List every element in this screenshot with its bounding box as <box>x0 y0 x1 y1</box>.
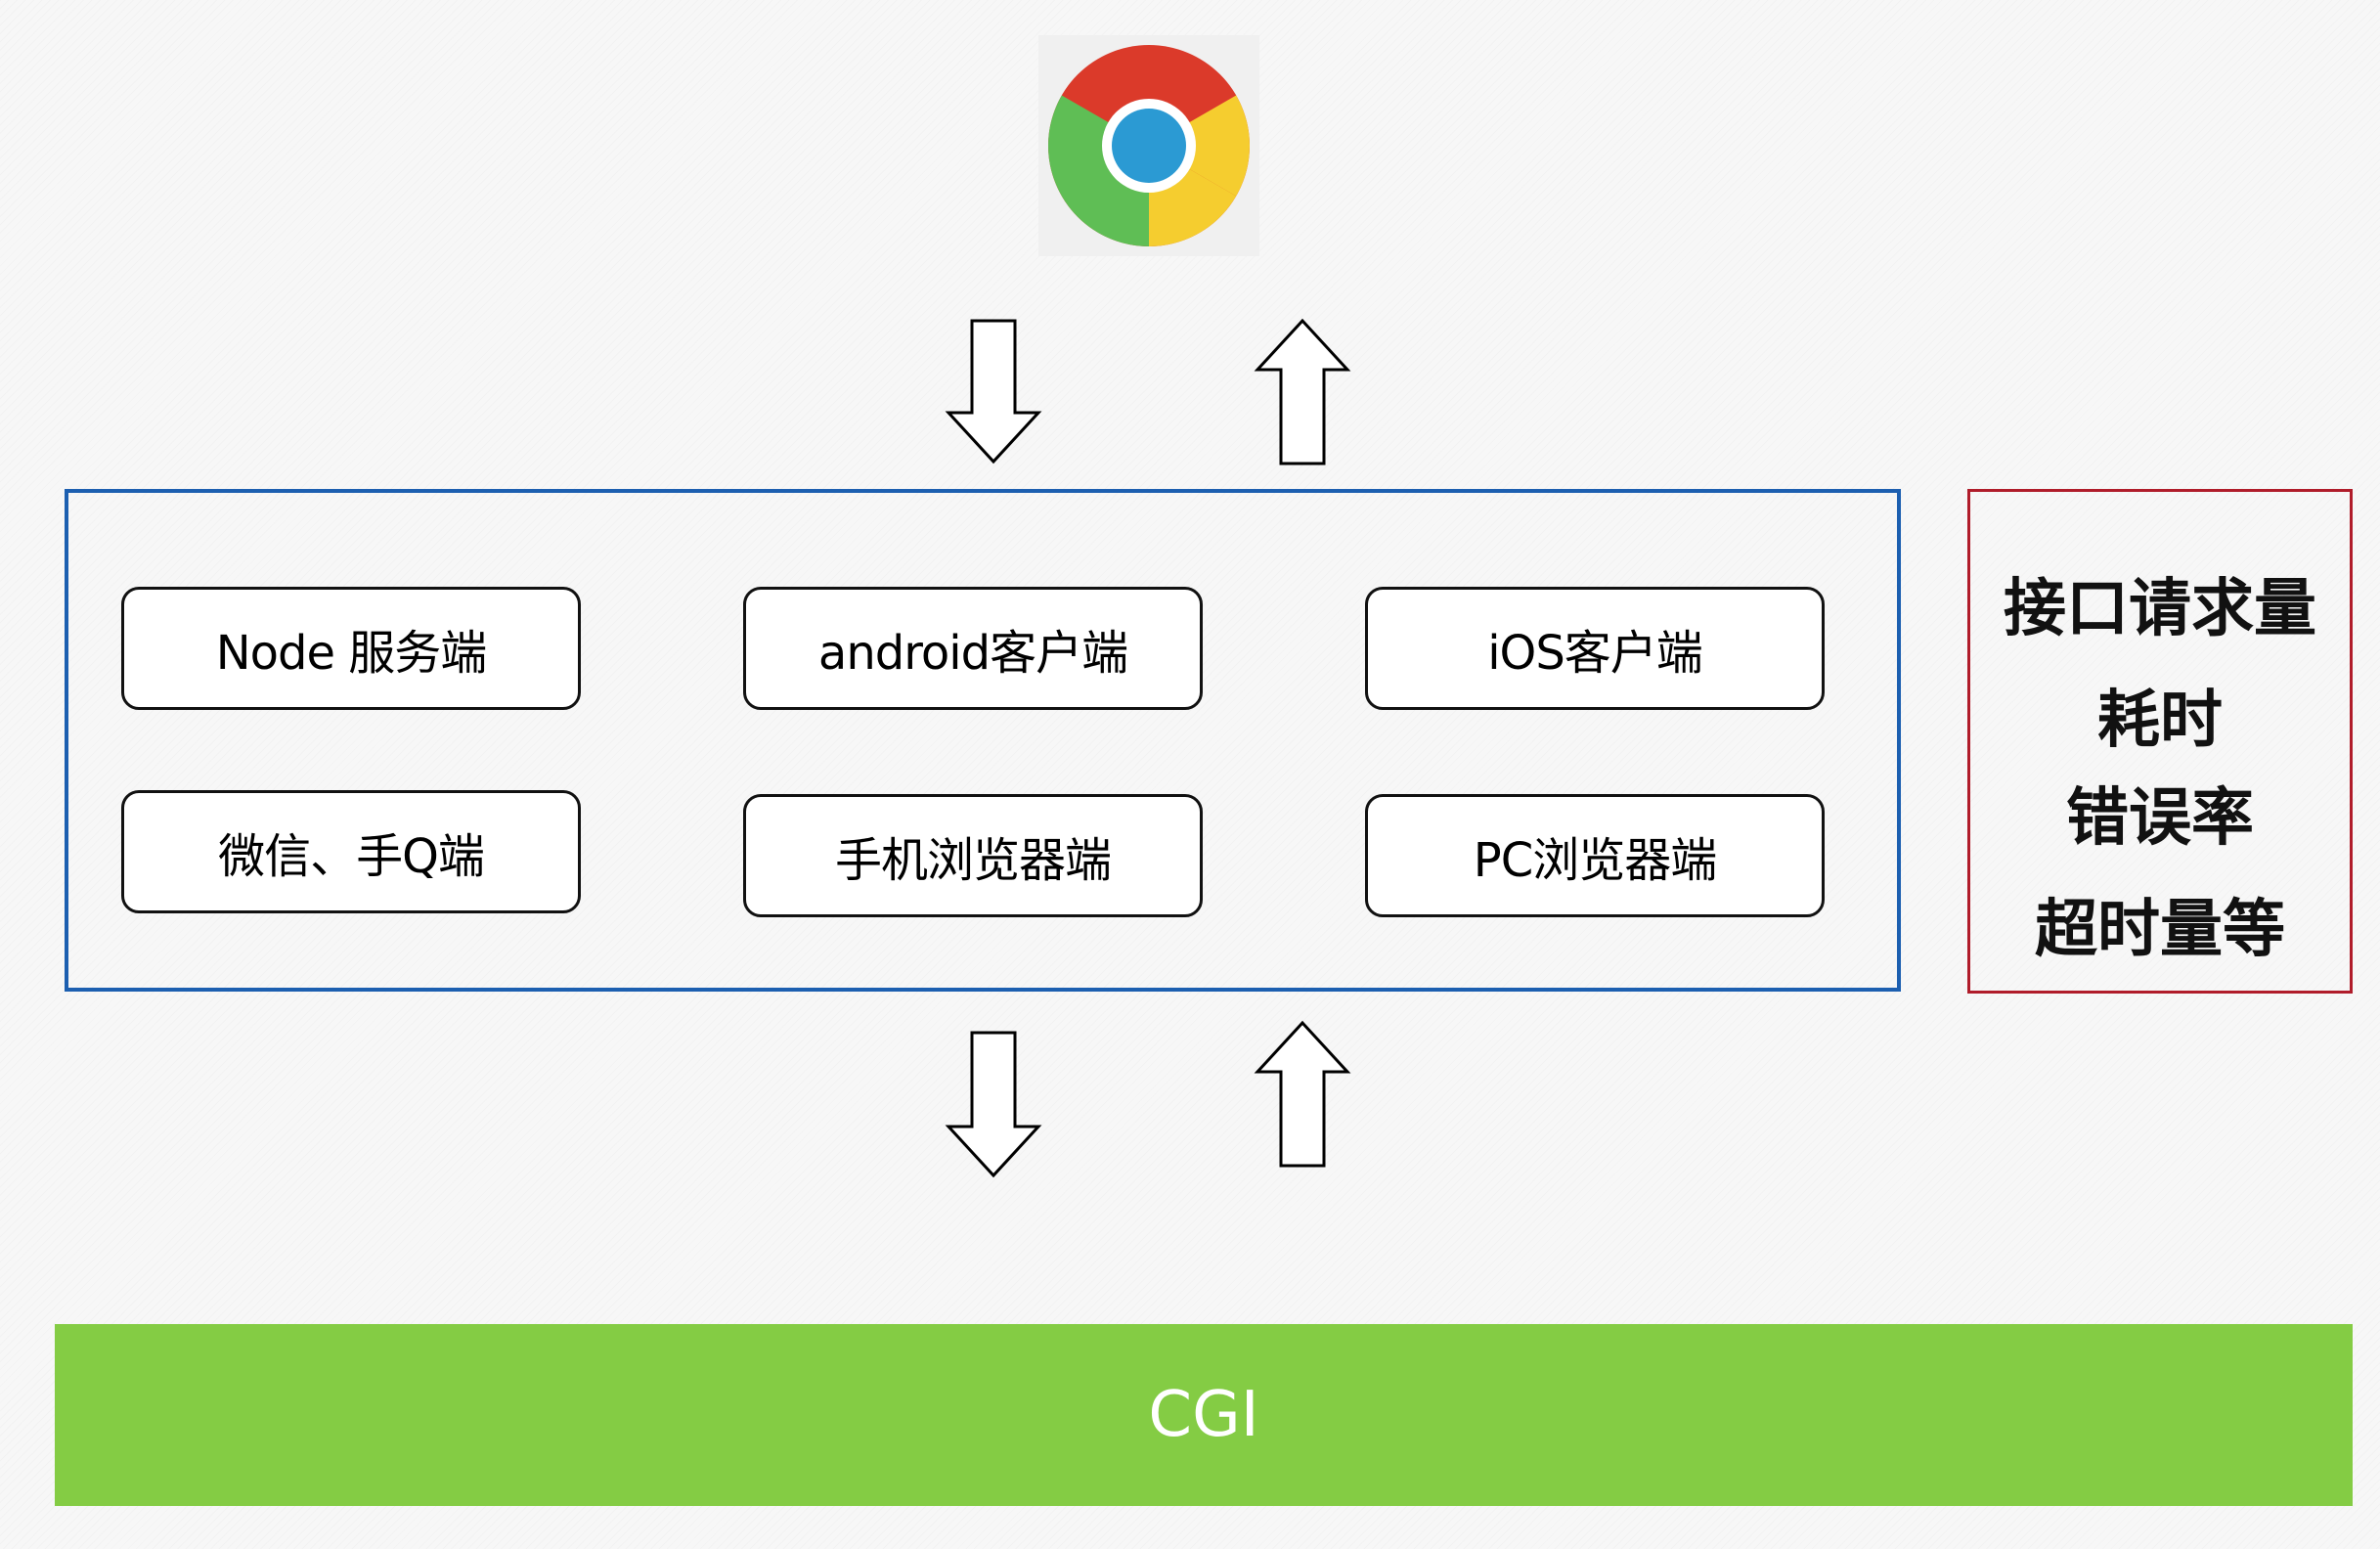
metric-latency: 耗时 <box>2097 685 2223 757</box>
chrome-browser-icon <box>1038 35 1259 256</box>
client-wechat-qq: 微信、手Q端 <box>121 790 581 913</box>
client-pc-browser: PC浏览器端 <box>1365 794 1825 917</box>
metric-request-volume: 接口请求量 <box>2004 573 2316 645</box>
metrics-box: 接口请求量 耗时 错误率 超时量等 <box>1967 489 2353 994</box>
client-node-server: Node 服务端 <box>121 587 581 710</box>
up-arrow-icon <box>1254 318 1351 465</box>
client-mobile-browser: 手机浏览器端 <box>743 794 1203 917</box>
down-arrow-icon <box>945 319 1042 465</box>
client-ios: iOS客户端 <box>1365 587 1825 710</box>
cgi-label: CGI <box>1148 1379 1259 1451</box>
metric-error-rate: 错误率 <box>2066 782 2254 855</box>
metric-timeouts: 超时量等 <box>2035 894 2285 966</box>
down-arrow-icon <box>945 1031 1042 1178</box>
cgi-bar: CGI <box>55 1324 2353 1506</box>
clients-frame <box>65 489 1901 992</box>
client-android: android客户端 <box>743 587 1203 710</box>
up-arrow-icon <box>1254 1020 1351 1168</box>
